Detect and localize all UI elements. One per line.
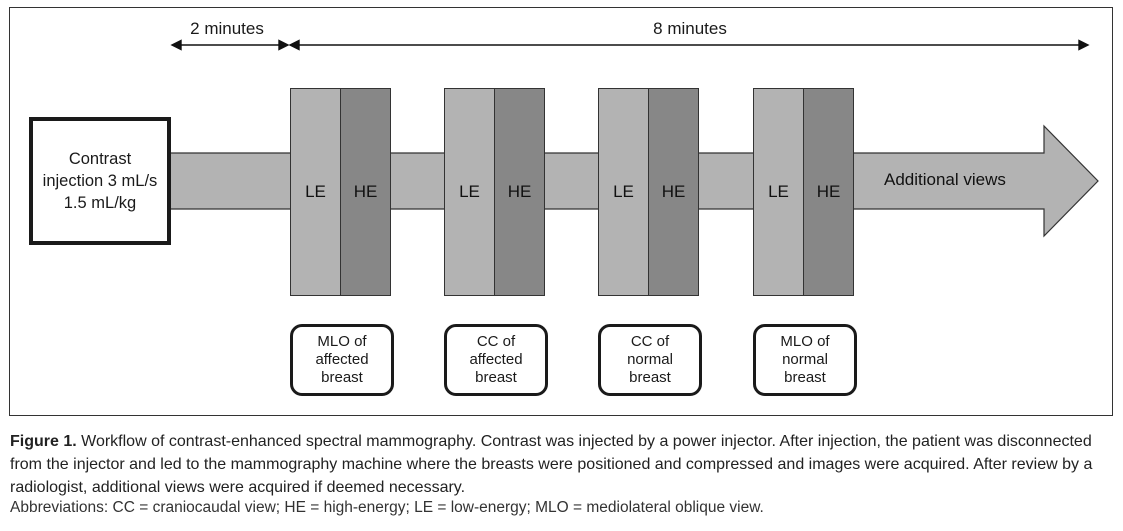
exposure-4-low-energy: LE bbox=[753, 88, 804, 296]
exposure-3-low-energy: LE bbox=[598, 88, 649, 296]
view-label-1: MLO of affected breast bbox=[290, 324, 394, 396]
two-minutes-label: 2 minutes bbox=[190, 19, 264, 38]
two-minute-span-arrow bbox=[170, 39, 290, 51]
view-label-2: CC of affected breast bbox=[444, 324, 548, 396]
exposure-1-low-energy: LE bbox=[290, 88, 341, 296]
exposure-2-low-energy: LE bbox=[444, 88, 495, 296]
figure-caption: Figure 1. Workflow of contrast-enhanced … bbox=[10, 430, 1115, 499]
additional-views-label: Additional views bbox=[884, 170, 1006, 189]
view-label-4: MLO of normal breast bbox=[753, 324, 857, 396]
contrast-injection-box: Contrast injection 3 mL/s 1.5 mL/kg bbox=[29, 117, 171, 245]
exposure-4-high-energy: HE bbox=[803, 88, 854, 296]
exposure-3-high-energy: HE bbox=[648, 88, 699, 296]
figure-frame bbox=[9, 7, 1113, 416]
view-label-3: CC of normal breast bbox=[598, 324, 702, 396]
exposure-1-high-energy: HE bbox=[340, 88, 391, 296]
eight-minutes-label: 8 minutes bbox=[653, 19, 727, 38]
exposure-2-high-energy: HE bbox=[494, 88, 545, 296]
caption-text: Workflow of contrast-enhanced spectral m… bbox=[10, 433, 1093, 496]
abbreviations-note: Abbreviations: CC = craniocaudal view; H… bbox=[10, 499, 764, 516]
eight-minute-span-arrow bbox=[288, 39, 1090, 51]
figure-label: Figure 1. bbox=[10, 433, 77, 450]
